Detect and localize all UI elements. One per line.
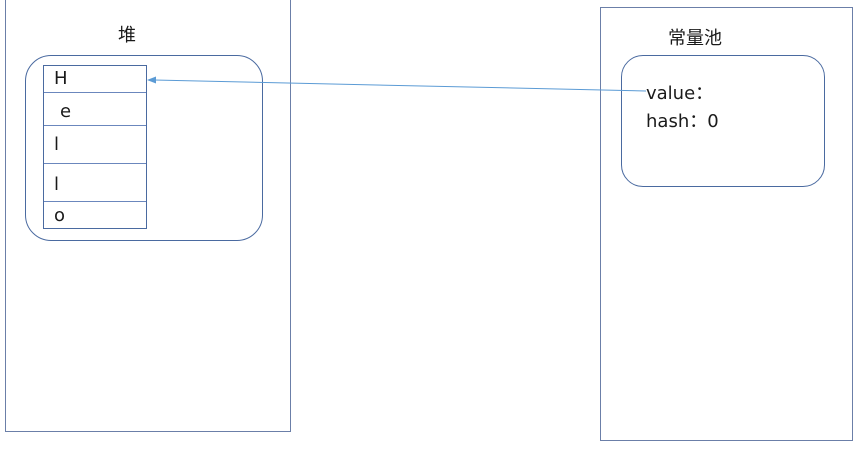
char-value: e	[60, 101, 72, 122]
char-cell: H	[44, 66, 146, 92]
value-field-label: value：	[646, 83, 714, 104]
char-value: H	[54, 68, 68, 89]
arrow-head-icon	[147, 76, 156, 84]
char-cell: l	[44, 163, 146, 201]
hash-field-label: hash：0	[646, 111, 719, 132]
char-cell: l	[44, 125, 146, 163]
string-object	[621, 55, 825, 187]
char-value: l	[54, 174, 60, 195]
char-cell: o	[44, 201, 146, 228]
heap-string-object	[25, 55, 263, 241]
char-array: H e l l o	[43, 65, 147, 229]
heap-title: 堆	[118, 25, 136, 46]
arrow-line	[153, 79, 647, 92]
char-value: o	[54, 205, 66, 226]
char-cell: e	[44, 92, 146, 125]
constant-pool-panel	[600, 7, 853, 441]
char-value: l	[54, 134, 60, 155]
constant-pool-title: 常量池	[668, 28, 722, 49]
